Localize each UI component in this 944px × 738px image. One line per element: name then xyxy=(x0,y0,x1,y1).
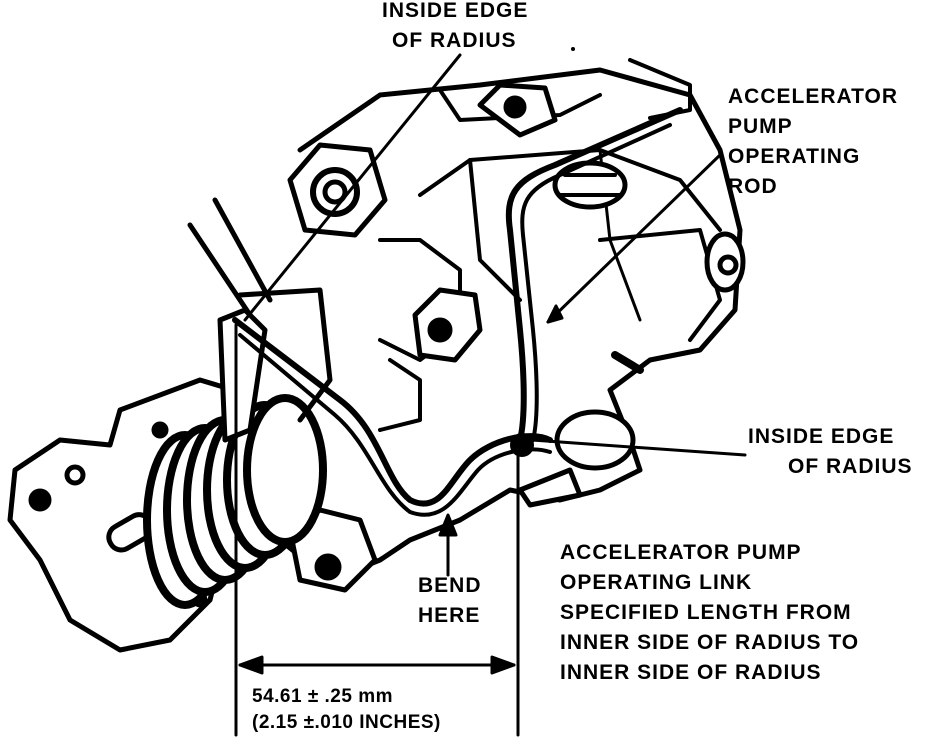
dimension-imperial: (2.15 ±.010 INCHES) xyxy=(252,712,441,733)
side-plug xyxy=(611,231,746,374)
top-block xyxy=(477,82,558,138)
label-accelerator-pump-rod: ACCELERATOR PUMP OPERATING ROD xyxy=(728,85,899,198)
leader-lines xyxy=(243,53,747,577)
label-inside-edge-top: INSIDE EDGE OF RADIUS xyxy=(382,0,529,52)
leader-right xyxy=(530,438,747,457)
mid-block xyxy=(412,287,483,363)
operating-rod-shape xyxy=(505,107,683,443)
hex-nut-top xyxy=(287,142,388,238)
label-pump-link: ACCELERATOR PUMP OPERATING LINK SPECIFIE… xyxy=(560,541,860,684)
label-inside-edge-right: INSIDE EDGE OF RADIUS xyxy=(748,425,913,478)
label-bend-here: BEND HERE xyxy=(418,574,482,627)
lower-bracket xyxy=(517,409,636,508)
leader-rod xyxy=(546,153,722,324)
leader-top xyxy=(243,53,462,322)
dimension-label: 54.61 ± .25 mm (2.15 ±.010 INCHES) xyxy=(252,684,441,736)
dimension-lines xyxy=(234,323,520,737)
operating-link-shape xyxy=(232,317,553,517)
return-spring xyxy=(143,394,327,609)
screw-head xyxy=(552,160,628,210)
dimension-metric: 54.61 ± .25 mm xyxy=(252,686,394,707)
